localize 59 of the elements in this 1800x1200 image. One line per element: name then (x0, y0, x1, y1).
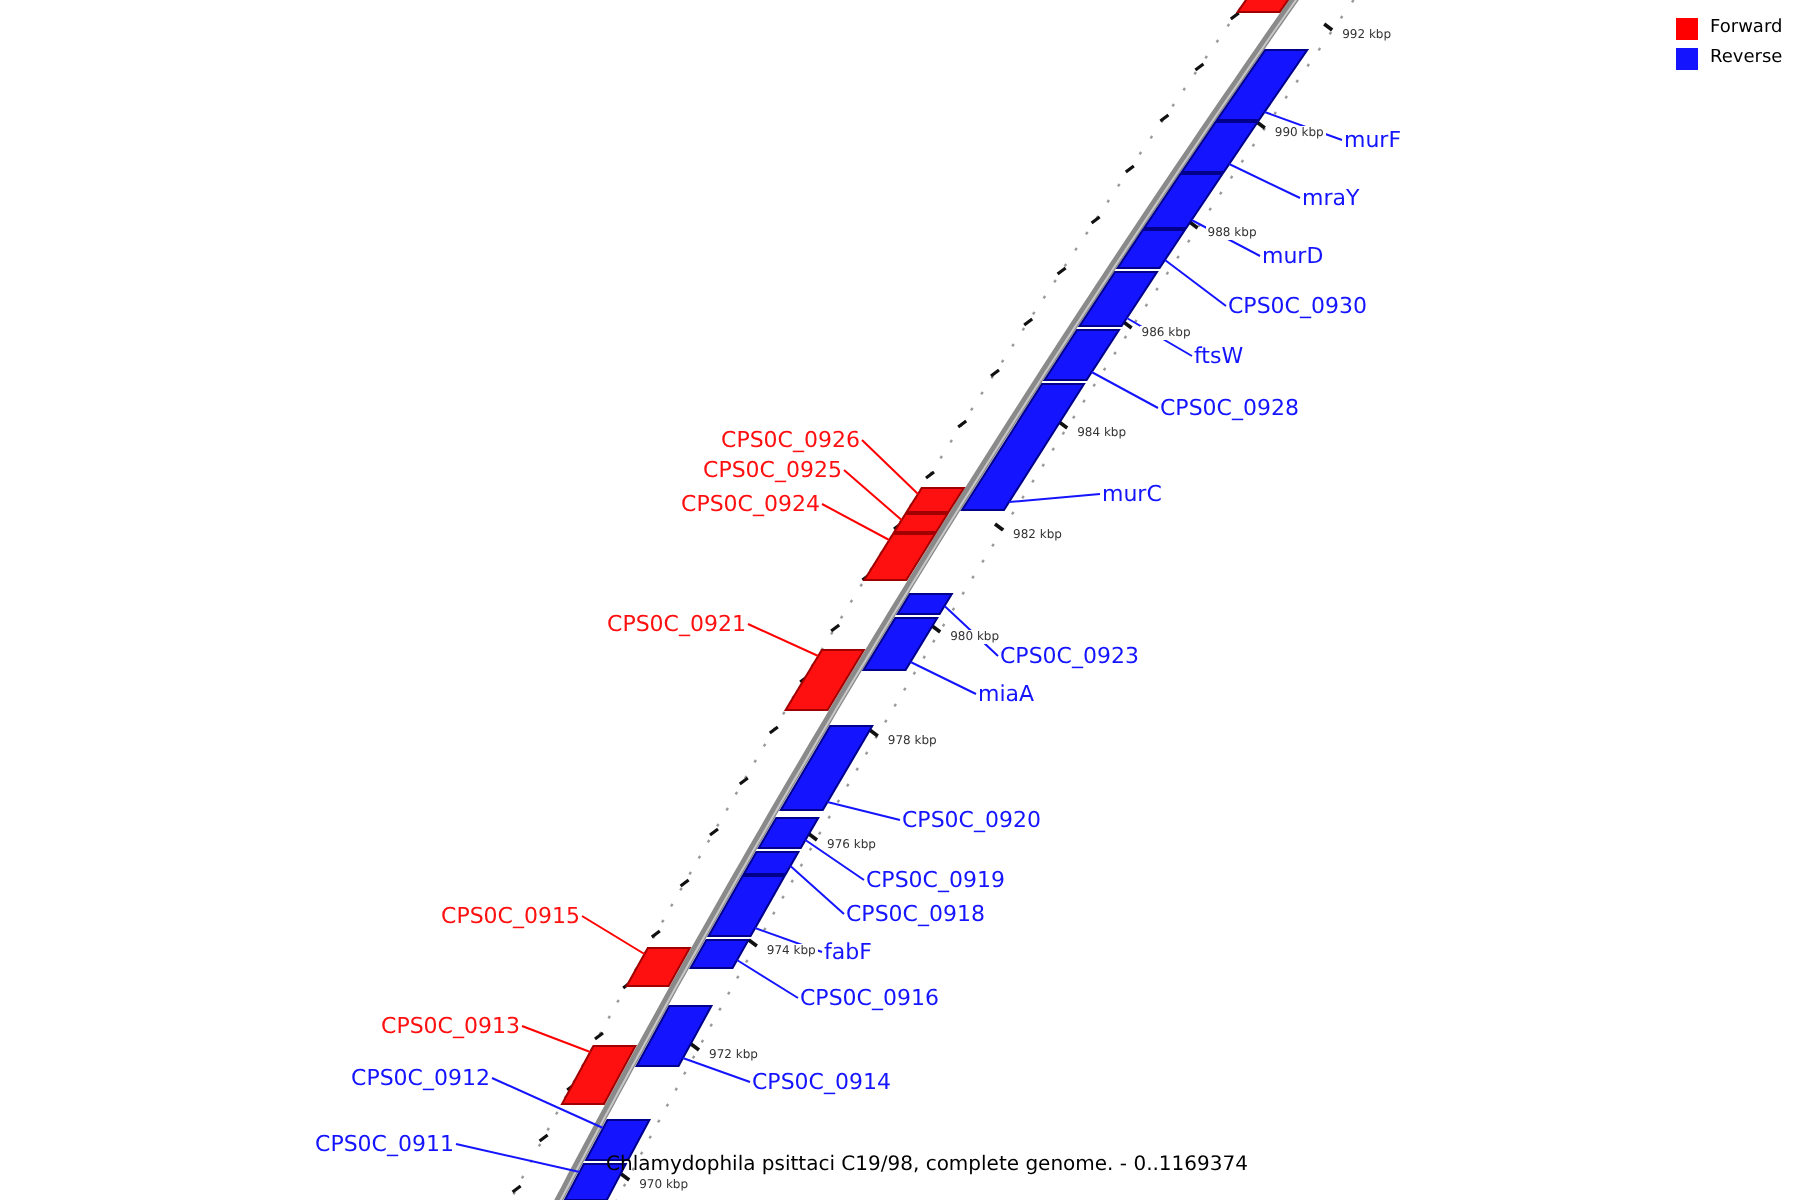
gene-label: ftsW (1194, 343, 1244, 369)
gene-block (688, 939, 751, 969)
leader-line (736, 959, 799, 999)
leader-line (747, 623, 820, 657)
gene-label: CPS0C_0924 (681, 491, 820, 517)
gene-label: fabF (824, 939, 872, 965)
gene-label: CPS0C_0914 (752, 1069, 891, 1095)
leader-line (843, 469, 903, 521)
gene-block (624, 947, 692, 987)
gene-label: CPS0C_0925 (703, 457, 842, 483)
leader-line (681, 1057, 751, 1083)
gene-block (904, 487, 966, 513)
gene-label: CPS0C_0913 (381, 1013, 520, 1039)
gene-label: mraY (1302, 185, 1360, 211)
gene-block (1215, 49, 1310, 121)
gene-block (1077, 271, 1159, 327)
leader-line (1164, 259, 1227, 307)
leader-line (455, 1143, 581, 1173)
gene-label: CPS0C_0911 (315, 1131, 454, 1157)
gene-block (742, 851, 801, 875)
gene-label: murF (1344, 127, 1402, 153)
gene-block (1142, 173, 1225, 229)
leader-line (821, 503, 891, 541)
leader-line (581, 915, 646, 955)
legend-label: Reverse (1710, 48, 1783, 70)
gene-label: CPS0C_0928 (1160, 395, 1299, 421)
gene-block (783, 649, 866, 711)
leader-line (1008, 493, 1101, 503)
leader-line (826, 801, 901, 821)
gene-block (895, 593, 954, 615)
leader-line (861, 439, 919, 495)
gene-label: CPS0C_0930 (1228, 293, 1367, 319)
gene-label: CPS0C_0919 (866, 867, 1005, 893)
gene-block (1179, 121, 1260, 173)
caption: Chlamydophila psittaci C19/98, complete genome. - 0..1169374 (606, 1154, 1248, 1178)
gene-label: miaA (978, 681, 1035, 707)
leader-line (789, 865, 845, 915)
gene-label: CPS0C_0915 (441, 903, 580, 929)
gene-label: CPS0C_0921 (607, 611, 746, 637)
gene-block (1042, 329, 1121, 381)
gene-block (757, 817, 820, 849)
gene-label: murD (1262, 243, 1324, 269)
gene-block (779, 725, 874, 811)
gene-label: CPS0C_0918 (846, 901, 985, 927)
gene-label: CPS0C_0923 (1000, 643, 1139, 669)
legend-label: Forward (1710, 18, 1783, 40)
leader-line (491, 1077, 604, 1129)
gene-label: CPS0C_0926 (721, 427, 860, 453)
gene-label: CPS0C_0920 (902, 807, 1041, 833)
leader-line (521, 1025, 592, 1053)
leader-line (804, 839, 865, 881)
gene-block (560, 1045, 638, 1105)
gene-label: CPS0C_0916 (800, 985, 939, 1011)
gene-block (1115, 229, 1187, 269)
gene-label: murC (1102, 481, 1162, 507)
leader-line (1228, 163, 1301, 199)
leader-line (909, 661, 977, 695)
leader-line (1090, 371, 1159, 409)
gene-label: CPS0C_0912 (351, 1065, 490, 1091)
